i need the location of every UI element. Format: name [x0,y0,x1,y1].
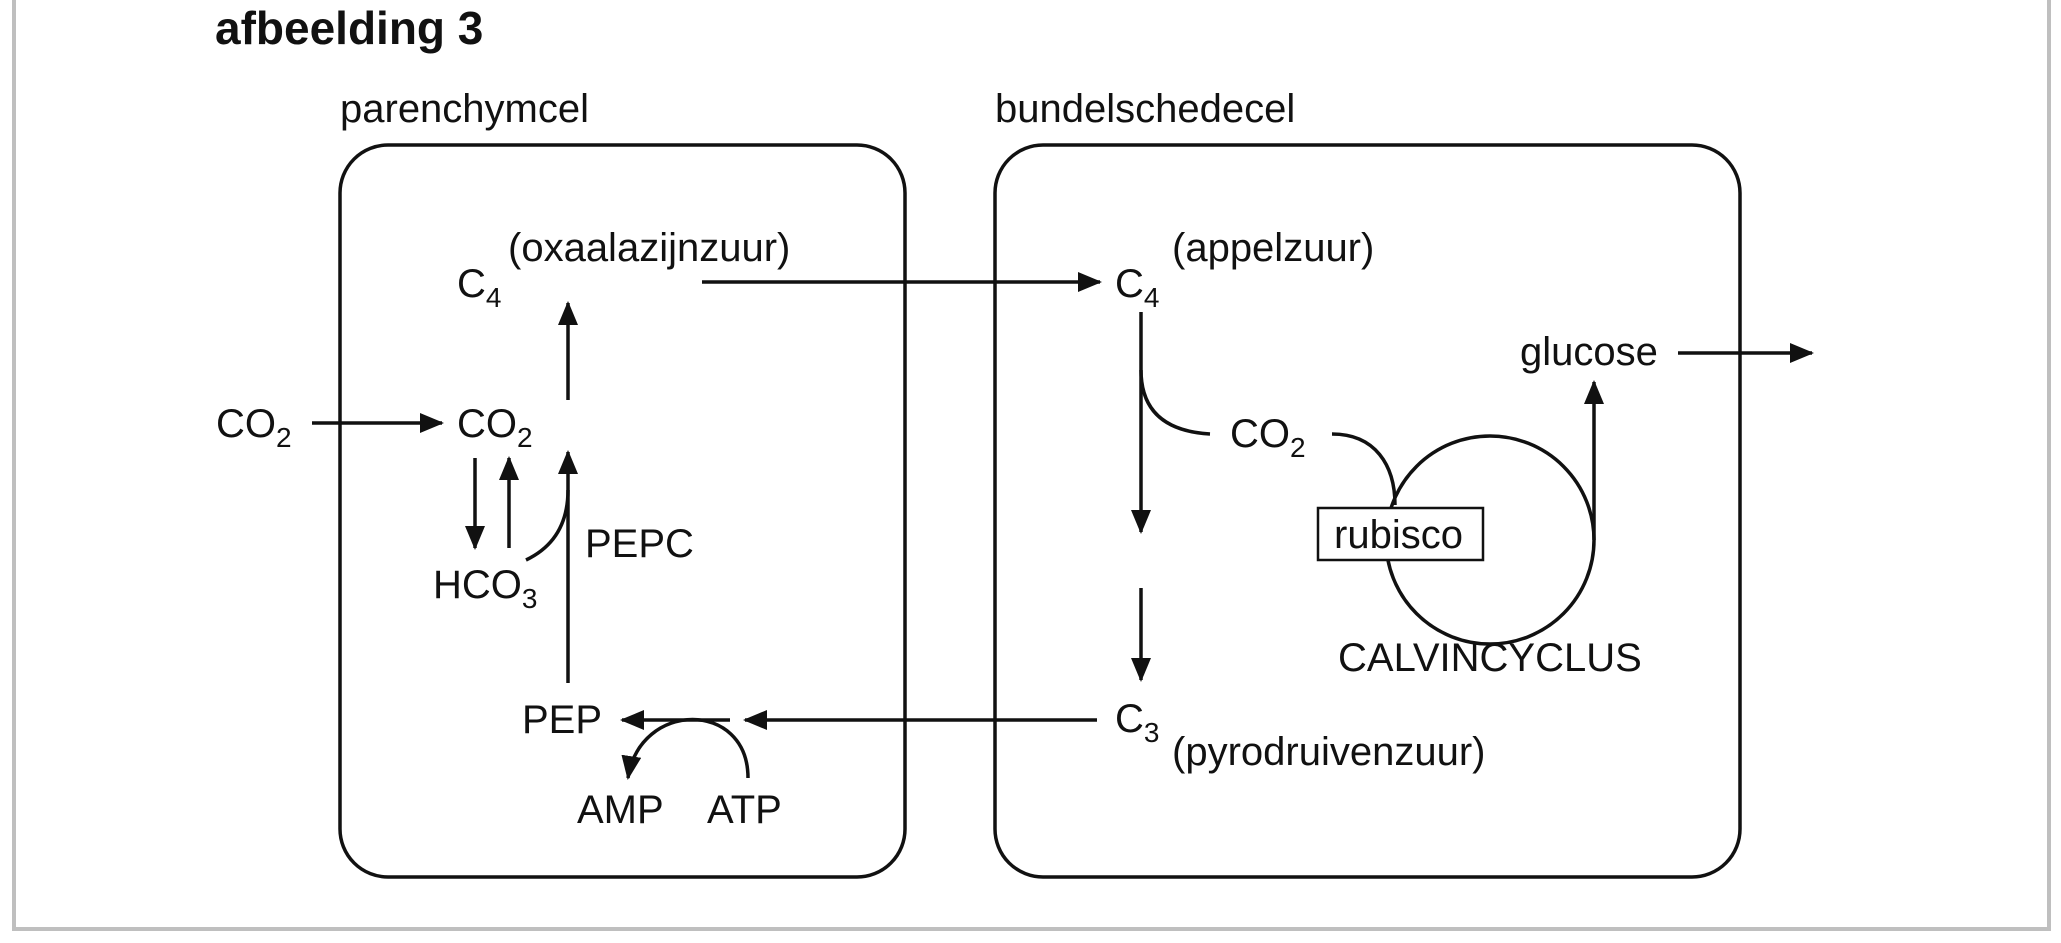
co2-bundle-label: CO2 [1230,412,1306,463]
pep-label: PEP [522,698,602,742]
c3-pyruvate-label: C3 [1115,697,1159,748]
co2-release-curve [1139,369,1211,436]
bundle-sheath-cell [993,143,1742,879]
atp-amp-curve [621,717,750,780]
parenchyma-cell [338,143,907,879]
figure-title: afbeelding 3 [215,2,483,54]
oxaloacetate-name: (oxaalazijnzuur) [508,226,790,270]
atp-label: ATP [707,788,782,832]
c4-malate-label: C4 [1115,262,1159,313]
bundle-sheath-cell-label: bundelschedecel [995,87,1295,131]
amp-label: AMP [577,788,664,832]
co2-into-cycle-curve [1331,432,1397,506]
pepc-join-curve [525,489,570,562]
parenchyma-cell-label: parenchymcel [340,87,589,131]
pyruvate-name: (pyrodruivenzuur) [1172,730,1485,774]
pepc-label: PEPC [585,522,694,566]
figure-frame [12,0,2051,931]
c4-oxaloacetate-label: C4 [457,262,501,313]
malate-name: (appelzuur) [1172,226,1374,270]
co2-parenchyma-label: CO2 [457,402,533,453]
glucose-label: glucose [1520,330,1658,374]
hco3-label: HCO3 [433,563,537,614]
rubisco-label: rubisco [1334,513,1463,557]
rubisco-box [1316,506,1485,562]
co2-outside-label: CO2 [216,402,292,453]
